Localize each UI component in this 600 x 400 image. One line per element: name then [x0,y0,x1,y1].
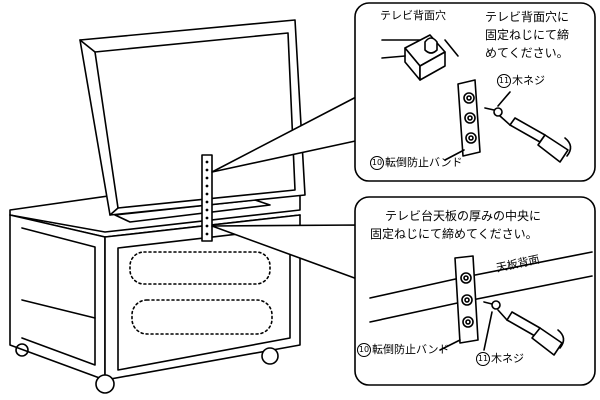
callout-box-top [354,2,596,182]
instruction-top-line1: テレビ背面穴に [485,10,570,24]
instruction-top-line3: めてください。 [485,46,569,60]
anti-tipping-band [201,154,213,242]
instruction-bottom-line1: テレビ台天板の厚みの中央に [385,209,542,223]
part-number-10-icon: 10 [357,343,371,357]
tv-stand [9,189,301,394]
instruction-top-line2: 固定ねじにて締 [485,28,570,42]
part-number-11-icon: 11 [476,352,490,366]
callout-box-bottom [354,196,596,386]
tv-set [79,19,306,223]
tv-back-hole-label: テレビ背面穴 [380,9,446,22]
part-number-11-icon: 11 [497,74,511,88]
instruction-bottom-line2: 固定ねじにて締めてください。 [370,227,538,241]
part-number-10-icon: 10 [370,156,384,170]
